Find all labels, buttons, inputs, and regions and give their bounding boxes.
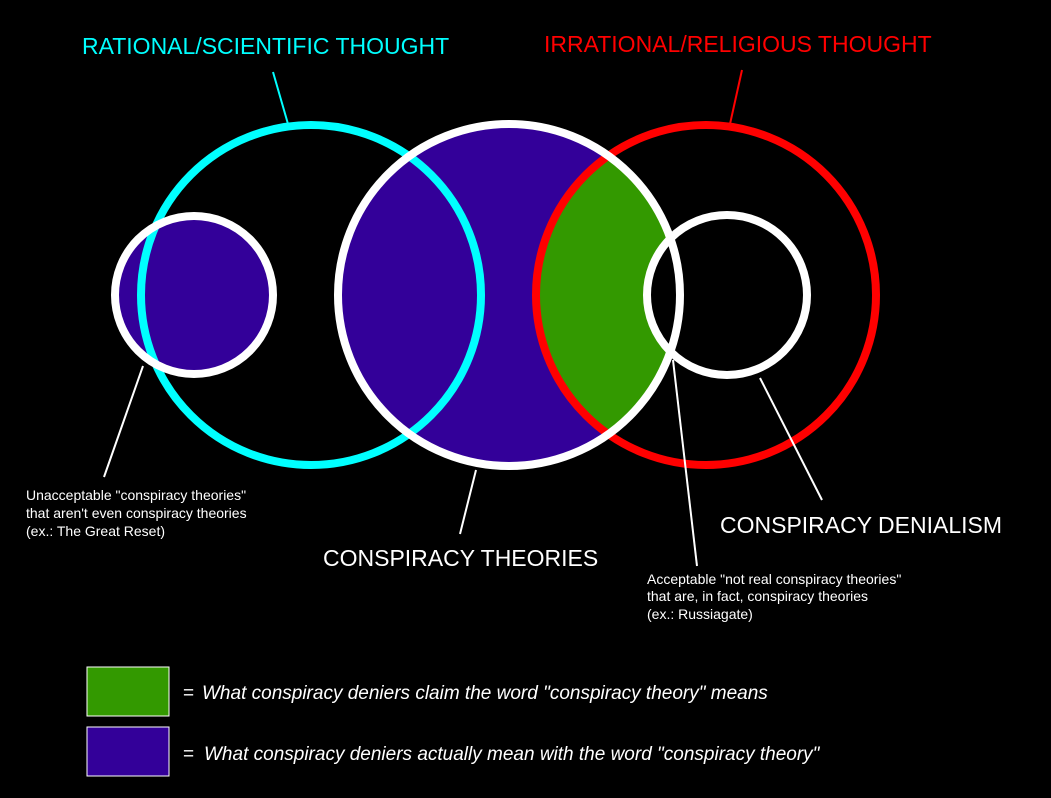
legend-actual-text: What conspiracy deniers actually mean wi… [204,744,821,765]
acceptable-line-2: that are, in fact, conspiracy theories [647,588,868,604]
unacceptable-line-3: (ex.: The Great Reset) [26,523,165,539]
unacceptable-circle [111,212,277,378]
legend-actual-equals: = [183,744,194,765]
legend-claimed-text: What conspiracy deniers claim the word "… [202,683,768,704]
unacceptable-fill [115,216,273,374]
denialism-knockout [647,215,807,375]
rational-circle [137,121,485,469]
conspiracy-denialism-circle [643,211,811,379]
unacceptable-annotation: Unacceptable "conspiracy theories" that … [26,487,247,539]
irrational-label: IRRATIONAL/RELIGIOUS THOUGHT [544,31,932,57]
legend-claimed-equals: = [183,683,194,704]
conspiracy-denialism-label: CONSPIRACY DENIALISM [720,512,1002,538]
conspiracy-theories-circle [334,120,684,470]
claimed-region-fill [536,125,680,465]
rational-leader [272,71,289,125]
acceptable-line-1: Acceptable "not real conspiracy theories… [647,571,901,587]
irrational-leader [729,69,743,125]
legend-actual-swatch [86,726,170,777]
conspiracy-theories-leader [459,469,477,535]
fills [115,124,807,466]
acceptable-annotation: Acceptable "not real conspiracy theories… [647,571,901,622]
legend-claimed-swatch [86,666,170,717]
acceptable-line-3: (ex.: Russiagate) [647,606,753,622]
irrational-circle [532,121,880,469]
conspiracy-theories-label: CONSPIRACY THEORIES [323,545,598,571]
rational-label: RATIONAL/SCIENTIFIC THOUGHT [82,33,449,59]
unacceptable-line-1: Unacceptable "conspiracy theories" [26,487,246,503]
legend: = What conspiracy deniers claim the word… [86,666,821,777]
unacceptable-line-2: that aren't even conspiracy theories [26,505,247,521]
unacceptable-leader [103,365,144,478]
conspiracy-denialism-leader [759,377,823,501]
acceptable-leader [672,359,698,567]
